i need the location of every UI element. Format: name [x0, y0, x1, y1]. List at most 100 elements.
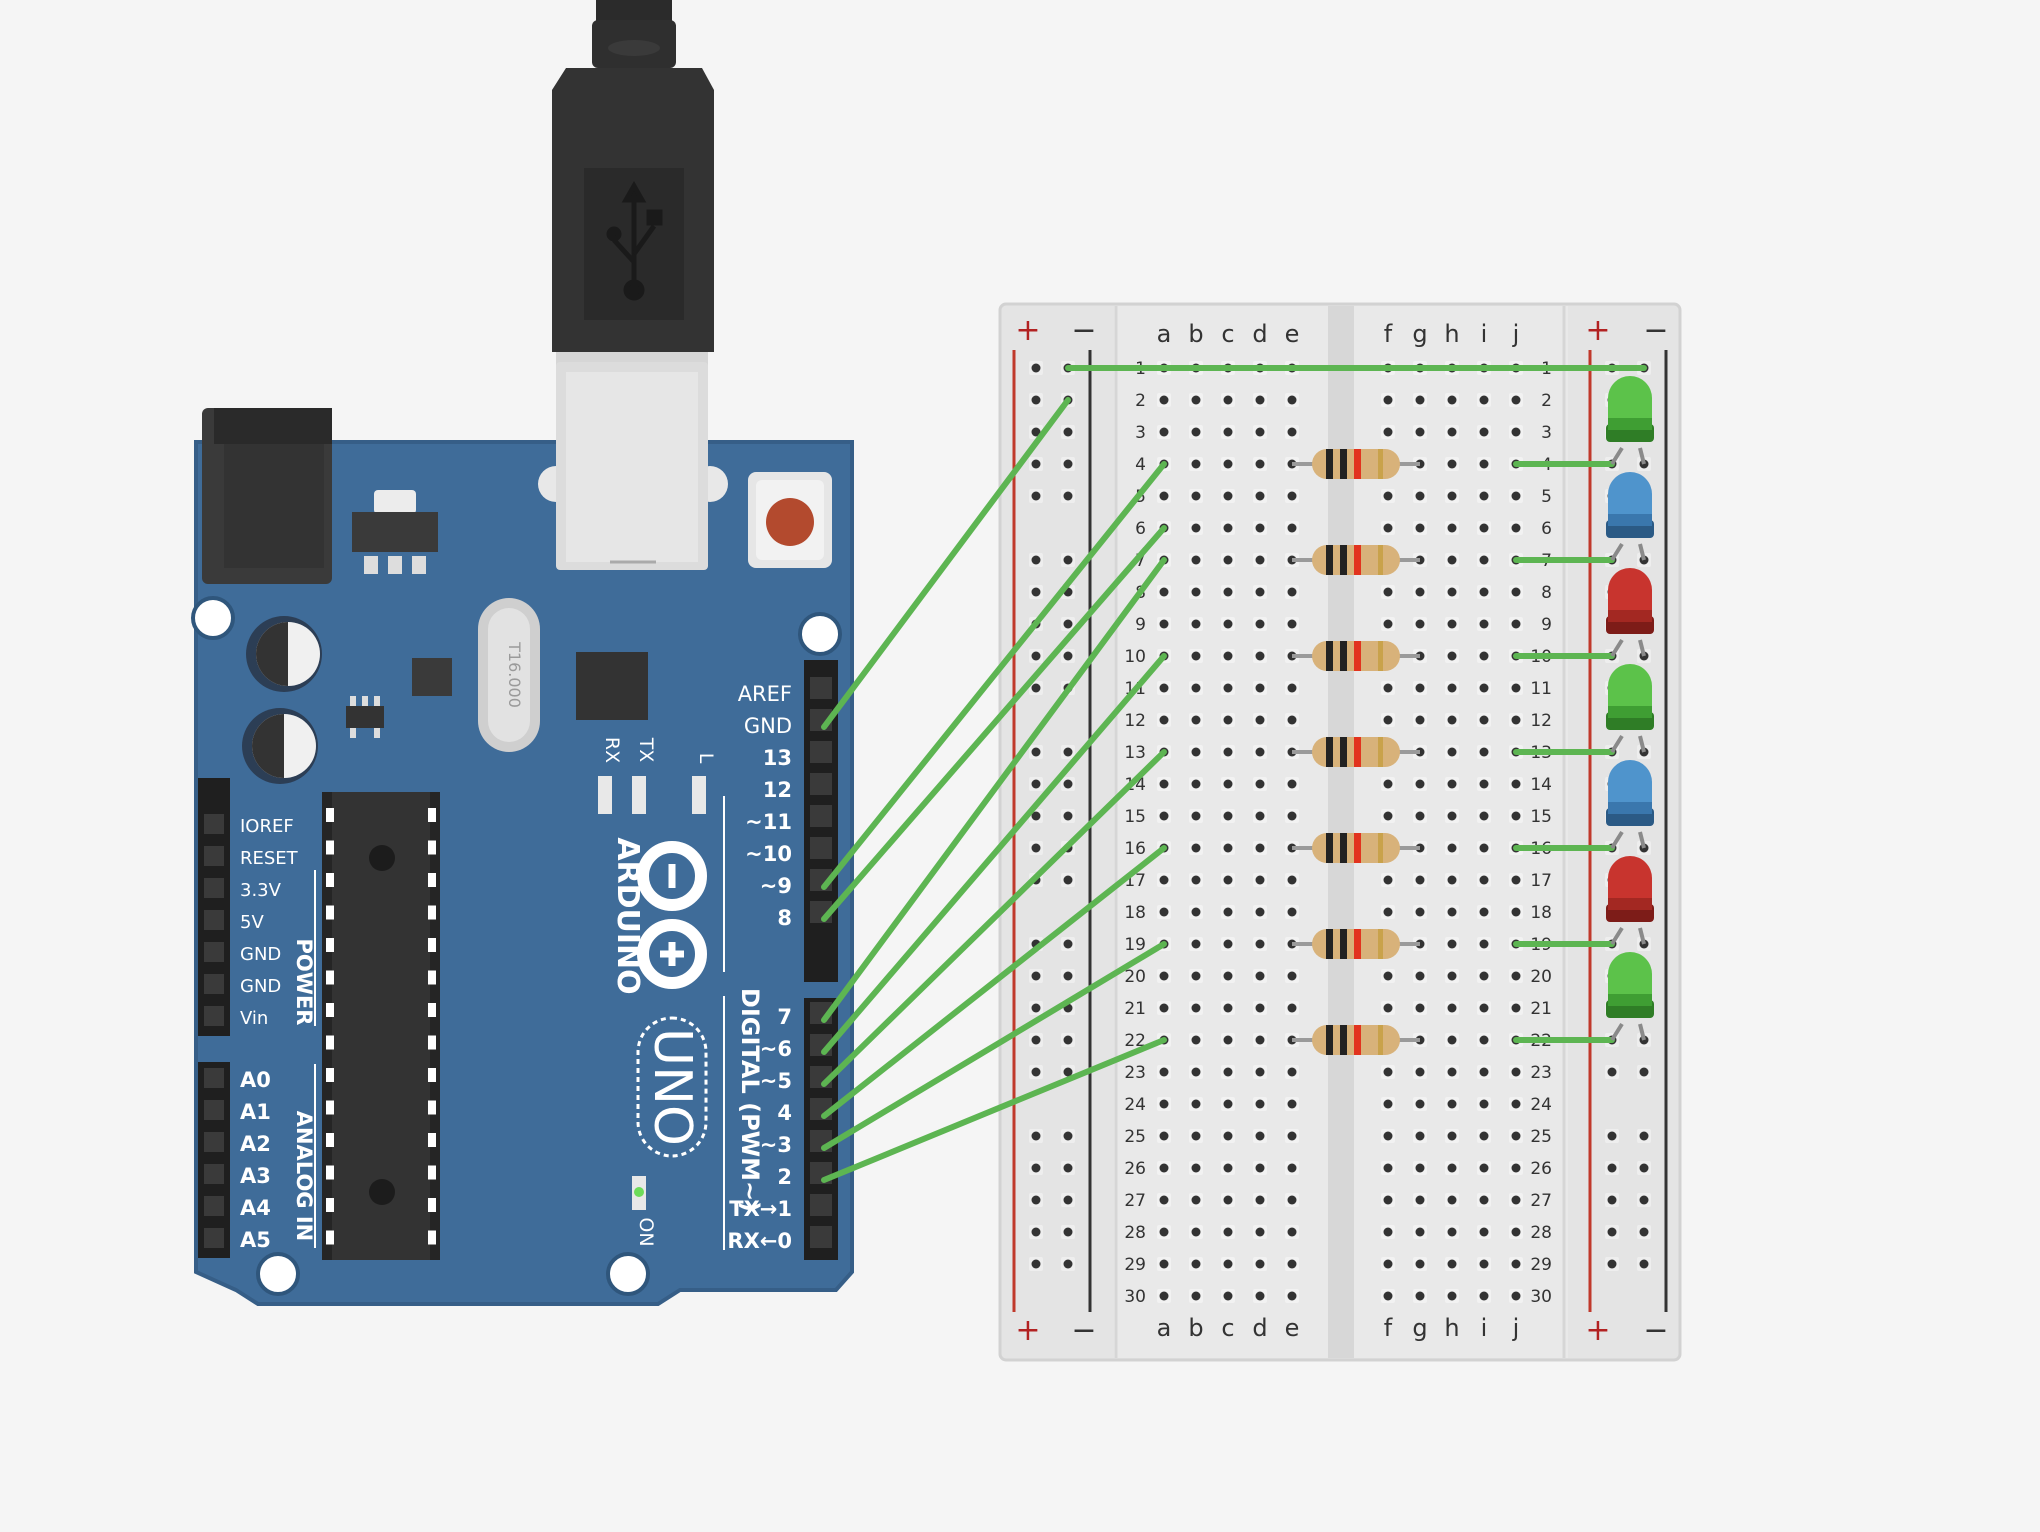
breadboard-hole-pin [1223, 555, 1233, 565]
led-leg [1610, 926, 1624, 946]
breadboard-hole-pin [1191, 1067, 1201, 1077]
header-pin[interactable] [204, 1228, 224, 1248]
row-number-left: 9 [1135, 615, 1146, 635]
breadboard-hole-pin [1223, 619, 1233, 629]
row-number-right: 27 [1530, 1191, 1552, 1211]
header-pin[interactable] [810, 805, 832, 827]
header-pin[interactable] [204, 878, 224, 898]
voltage-regulator [352, 490, 438, 574]
breadboard-hole-pin [1511, 779, 1521, 789]
resistor[interactable] [1292, 545, 1420, 575]
breadboard-hole-pin [1287, 1099, 1297, 1109]
led-blue[interactable] [1606, 472, 1654, 562]
jumper-wire[interactable] [821, 525, 1167, 922]
breadboard-hole-pin [1511, 1195, 1521, 1205]
header-pin[interactable] [204, 1164, 224, 1184]
jumper-wire[interactable] [821, 1037, 1167, 1183]
resistor[interactable] [1292, 641, 1420, 671]
analog-title: ANALOG IN [292, 1111, 316, 1242]
header-pin[interactable] [204, 942, 224, 962]
breadboard-hole-pin [1383, 619, 1393, 629]
header-pin[interactable] [204, 910, 224, 930]
brand-label: ARDUINO [610, 837, 645, 994]
column-label-top: a [1157, 320, 1172, 348]
header-pin[interactable] [810, 741, 832, 763]
breadboard-hole-pin [1479, 651, 1489, 661]
rail-hole-pin [1031, 555, 1041, 565]
resistor[interactable] [1292, 737, 1420, 767]
jumper-wire[interactable] [821, 653, 1167, 1055]
reset-button[interactable] [748, 472, 832, 568]
led-blue[interactable] [1606, 760, 1654, 850]
header-pin[interactable] [204, 846, 224, 866]
resistor-band [1326, 737, 1333, 767]
header-pin[interactable] [810, 1130, 832, 1152]
breadboard-hole-pin [1223, 1163, 1233, 1173]
resistor[interactable] [1292, 1025, 1420, 1055]
rail-hole-pin [1031, 1259, 1041, 1269]
row-number-left: 2 [1135, 391, 1146, 411]
row-number-left: 16 [1124, 839, 1146, 859]
row-number-right: 12 [1530, 711, 1552, 731]
breadboard-hole-pin [1479, 715, 1489, 725]
header-pin[interactable] [810, 677, 832, 699]
header-pin[interactable] [204, 814, 224, 834]
row-number-left: 7 [1135, 551, 1146, 571]
resistor-band [1354, 737, 1361, 767]
row-number-right: 14 [1530, 775, 1552, 795]
header-pin[interactable] [204, 1196, 224, 1216]
led-dome [1608, 376, 1652, 428]
breadboard-hole-pin [1255, 715, 1265, 725]
row-number-left: 3 [1135, 423, 1146, 443]
jumper-wire[interactable] [821, 941, 1167, 1151]
led-dome [1608, 856, 1652, 908]
resistor[interactable] [1292, 449, 1420, 479]
header-pin[interactable] [204, 1132, 224, 1152]
jumper-wire[interactable] [821, 749, 1167, 1087]
led-leg [1610, 734, 1624, 754]
row-number-right: 3 [1541, 423, 1552, 443]
rail-hole-pin [1063, 971, 1073, 981]
jumper-wire[interactable] [821, 397, 1071, 730]
breadboard-hole-pin [1255, 811, 1265, 821]
led-red[interactable] [1606, 856, 1654, 946]
breadboard-hole-pin [1255, 1195, 1265, 1205]
resistor-band [1326, 641, 1333, 671]
jumper-wire[interactable] [821, 461, 1167, 890]
resistor[interactable] [1292, 833, 1420, 863]
led-red[interactable] [1606, 568, 1654, 658]
breadboard-hole-pin [1287, 1259, 1297, 1269]
header-pin[interactable] [810, 1226, 832, 1248]
resistor[interactable] [1292, 929, 1420, 959]
header-pin[interactable] [204, 1100, 224, 1120]
breadboard-hole-pin [1255, 971, 1265, 981]
header-pin[interactable] [810, 1194, 832, 1216]
header-pin[interactable] [204, 1068, 224, 1088]
breadboard: 1122334455667788991010111112121313141415… [998, 302, 1682, 1362]
led-green[interactable] [1606, 376, 1654, 466]
breadboard-hole-pin [1191, 491, 1201, 501]
breadboard-hole-pin [1383, 715, 1393, 725]
jumper-wire[interactable] [821, 845, 1167, 1119]
header-pin[interactable] [810, 773, 832, 795]
row-number-right: 28 [1530, 1223, 1552, 1243]
digital-pin-label: 4 [777, 1101, 792, 1125]
led-green[interactable] [1606, 952, 1654, 1042]
header-pin[interactable] [204, 1006, 224, 1026]
led-leg [1610, 1022, 1624, 1042]
row-number-right: 15 [1530, 807, 1552, 827]
header-pin[interactable] [204, 974, 224, 994]
rail-hole-pin [1063, 1195, 1073, 1205]
breadboard-hole-pin [1479, 843, 1489, 853]
jumper-wire[interactable] [821, 557, 1167, 1023]
header-pin[interactable] [810, 837, 832, 859]
breadboard-hole-pin [1223, 1259, 1233, 1269]
breadboard-hole-pin [1191, 587, 1201, 597]
breadboard-hole-pin [1159, 971, 1169, 981]
led-green[interactable] [1606, 664, 1654, 754]
chip-pin [326, 905, 334, 920]
resistor-band [1340, 1025, 1347, 1055]
breadboard-hole-pin [1191, 555, 1201, 565]
breadboard-hole-pin [1159, 1003, 1169, 1013]
breadboard-hole-pin [1511, 587, 1521, 597]
